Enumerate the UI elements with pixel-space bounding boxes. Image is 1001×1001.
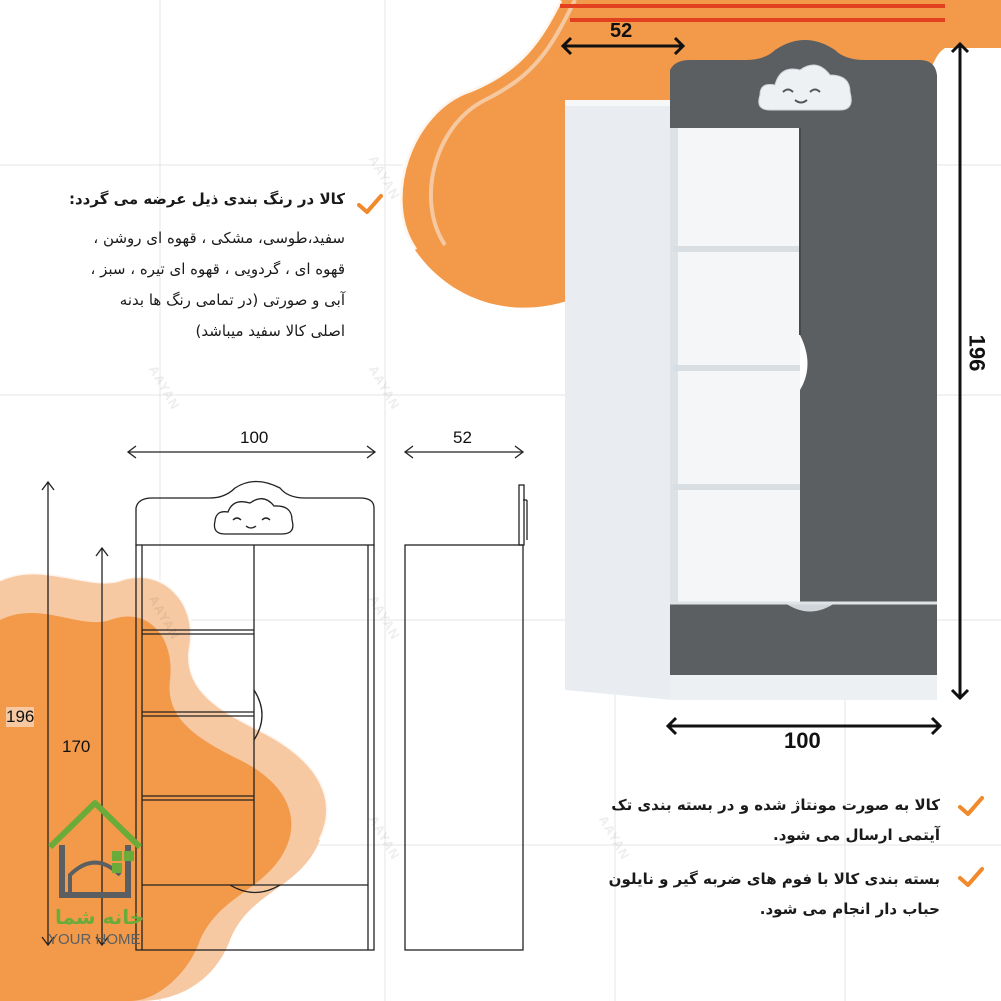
side-view-drawing: [403, 445, 528, 951]
photo-depth-label: 52: [610, 20, 633, 42]
color-note-line: سفید،طوسی، مشکی ، قهوه ای روشن ،: [93, 229, 345, 247]
color-note-line: آبی و صورتی (در تمامی رنگ ها بدنه: [119, 291, 345, 309]
watermark: AAYAN: [365, 362, 404, 413]
total-height-label: 196: [6, 707, 35, 727]
house-logo-icon: [47, 800, 143, 898]
front-width-label: 100: [240, 428, 269, 447]
logo-latin: YOUR HOME: [48, 931, 141, 948]
logo-persian: خانه شما: [55, 905, 145, 929]
check-icon: [958, 796, 984, 816]
side-depth-label: 52: [453, 428, 472, 447]
feature-line: آیتمی ارسال می شود.: [773, 826, 940, 844]
check-icon: [958, 867, 984, 887]
feature-line: کالا به صورت مونتاژ شده و در بسته بندی ت…: [611, 796, 940, 814]
watermark: AAYAN: [145, 362, 184, 413]
feature-item: بسته بندی کالا با فوم های ضربه گیر و نای…: [520, 864, 940, 924]
color-note-line: اصلی کالا سفید میباشد): [195, 322, 345, 340]
inner-height-label: 170: [62, 737, 91, 756]
check-icon: [357, 194, 383, 214]
feature-item: کالا به صورت مونتاژ شده و در بسته بندی ت…: [520, 790, 940, 850]
color-note-body: سفید،طوسی، مشکی ، قهوه ای روشن ، قهوه ای…: [60, 223, 345, 347]
color-note-title: کالا در رنگ بندی ذیل عرضه می گردد:: [68, 190, 345, 208]
feature-line: حباب دار انجام می شود.: [759, 900, 940, 918]
photo-height-label: 196: [964, 334, 990, 372]
photo-width-label: 100: [784, 728, 821, 753]
feature-line: بسته بندی کالا با فوم های ضربه گیر و نای…: [608, 870, 940, 888]
color-note-line: قهوه ای ، گردویی ، قهوه ای تیره ، سبز ،: [90, 260, 345, 278]
wardrobe-product-photo: [560, 36, 970, 736]
front-view-drawing: [41, 445, 377, 951]
